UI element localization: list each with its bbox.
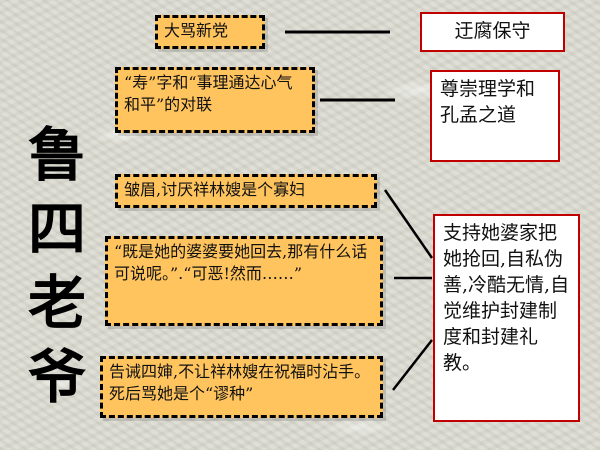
trait-text-2: 尊崇理学和孔孟之道 [440, 78, 536, 126]
behavior-box-5: 告诫四婶,不让祥林嫂在祝福时沾手。死后骂她是个“谬种” [100, 356, 383, 418]
trait-box-2: 尊崇理学和孔孟之道 [430, 70, 560, 162]
trait-box-1: 迂腐保守 [420, 12, 565, 52]
behavior-box-3: 皱眉,讨厌祥林嫂是个寡妇 [115, 174, 377, 208]
behavior-text-2: “寿”字和“事理通达心气和平”的对联 [124, 73, 293, 114]
trait-box-3: 支持她婆家把她抢回,自私伪善,冷酷无情,自觉维护封建制度和封建礼教。 [433, 214, 580, 422]
character-title: 鲁四老爷 [27, 121, 86, 411]
behavior-box-4: “既是她的婆婆要她回去,那有什么话可说呢。”.“可恶!然而……” [105, 236, 383, 326]
trait-text-1: 迂腐保守 [454, 20, 531, 42]
behavior-text-4: “既是她的婆婆要她回去,那有什么话可说呢。”.“可恶!然而……” [114, 242, 368, 283]
behavior-box-2: “寿”字和“事理通达心气和平”的对联 [115, 67, 315, 133]
behavior-text-1: 大骂新党 [164, 21, 229, 40]
connector-line-5 [392, 339, 433, 391]
trait-text-3: 支持她婆家把她抢回,自私伪善,冷酷无情,自觉维护封建制度和封建礼教。 [443, 222, 570, 374]
behavior-box-1: 大骂新党 [155, 15, 265, 49]
behavior-text-5: 告诫四婶,不让祥林嫂在祝福时沾手。死后骂她是个“谬种” [109, 362, 371, 403]
connector-line-3 [383, 189, 434, 259]
behavior-text-3: 皱眉,讨厌祥林嫂是个寡妇 [124, 180, 306, 199]
